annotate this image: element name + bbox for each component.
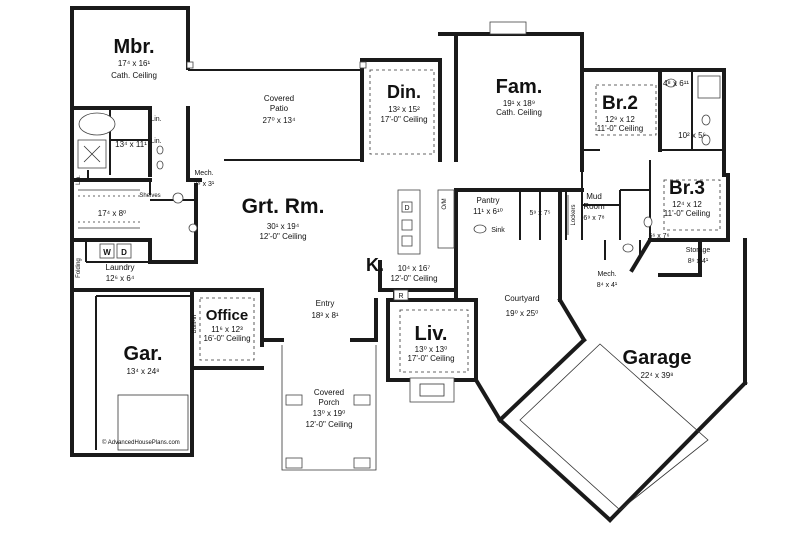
bathtub-icon	[697, 75, 721, 99]
room-name-lockers: Lockers	[571, 204, 577, 225]
room-name-lin2: Lin.	[150, 138, 161, 145]
room-name2-porch: Porch	[319, 398, 340, 407]
room-dim-laundry: 12⁶ x 6⁴	[106, 274, 135, 283]
dryer-icon	[116, 243, 132, 259]
appliance-labels: W D R O/M D	[103, 198, 448, 300]
room-ceiling-kitchen: 12'-0" Ceiling	[390, 274, 437, 283]
room-name-gar: Gar.	[124, 343, 163, 365]
room-dim-mech2: 8⁴ x 4¹	[597, 282, 618, 289]
room-name-folding: Folding	[76, 258, 82, 278]
room-ceiling-fam: Cath. Ceiling	[496, 108, 542, 117]
room-name-mech1: Mech.	[194, 170, 213, 177]
dishwasher-label: D	[404, 205, 409, 212]
room-dim-kitchen: 10⁴ x 16⁷	[398, 264, 431, 273]
room-name-liv: Liv.	[415, 323, 448, 345]
room-name-entry: Entry	[316, 299, 335, 308]
fixtures	[77, 21, 721, 511]
room-dim-liv: 13⁰ x 13⁰	[415, 345, 448, 354]
room-dim-pantry: 11¹ x 6¹⁰	[473, 207, 503, 216]
room-dim-br3: 12⁴ x 12	[672, 200, 702, 209]
room-ceiling-grt: 12'-0" Ceiling	[259, 232, 306, 241]
room-name-din: Din.	[387, 82, 421, 102]
room-name-lin3: Lin.	[76, 175, 82, 185]
room-dim-topbath: 4⁸ x 6¹¹	[663, 79, 689, 88]
room-ceiling-br3: 11'-0" Ceiling	[664, 209, 710, 218]
oven-label: O/M	[442, 198, 448, 209]
washer-label: W	[103, 248, 111, 257]
room-dim-porch: 13⁰ x 19⁰	[313, 409, 346, 418]
room-name-porch: Covered	[314, 388, 344, 397]
room-name-kitchen: K.	[366, 255, 384, 275]
room-name-mech2: Mech.	[597, 271, 616, 278]
room-name-patio: Covered	[264, 94, 294, 103]
room-dim-mbr: 17⁴ x 16¹	[118, 59, 151, 68]
room-dim-office: 11⁶ x 12³	[211, 325, 243, 334]
room-dim-fam: 19¹ x 18⁹	[503, 99, 535, 108]
room-dim-bath3: 5⁶ x 7⁶	[649, 233, 670, 240]
room-ceiling-mbr: Cath. Ceiling	[111, 71, 157, 80]
exterior-walls	[70, 6, 748, 523]
room-name-mbr: Mbr.	[113, 36, 154, 58]
room-ceiling-liv: 17'-0" Ceiling	[407, 354, 454, 363]
room-name-courtyard: Courtyard	[504, 294, 539, 303]
room-name-laundry: Laundry	[106, 263, 135, 272]
room-name2-mud: Room	[583, 202, 605, 211]
room-ceiling-din: 17'-0" Ceiling	[380, 115, 427, 124]
room-labels: Mbr. 17⁴ x 16¹ Cath. Ceiling Covered Pat…	[76, 36, 710, 429]
room-name-sink: Sink	[491, 227, 505, 234]
room-name-lin1: Lin.	[150, 116, 161, 123]
shelves-label: Shelves	[139, 193, 160, 199]
room-name-garage: Garage	[623, 347, 692, 369]
room-dim-mech1: 3⁹ x 3¹	[194, 181, 215, 188]
interior-walls	[85, 70, 724, 263]
room-dim-din: 13² x 15²	[388, 105, 420, 114]
room-ceiling-porch: 12'-0" Ceiling	[305, 420, 352, 429]
room-dim-storage: 8⁹ x 4¹	[688, 258, 709, 265]
room-name-pantry: Pantry	[476, 196, 499, 205]
room-name-br3: Br.3	[669, 178, 705, 199]
bathtub-icon	[78, 112, 116, 136]
room-name-br2: Br.2	[602, 93, 638, 114]
room-name2-patio: Patio	[270, 104, 289, 113]
room-name-fam: Fam.	[496, 76, 543, 98]
room-name-office: Office	[206, 307, 249, 324]
washer-icon	[99, 243, 115, 259]
credit-text: © AdvancedHousePlans.com	[102, 439, 180, 446]
water-heater-icon	[172, 192, 184, 204]
fireplace-icon	[489, 21, 527, 35]
room-dim-mud: 6⁹ x 7⁸	[583, 215, 604, 222]
room-dim-courtyard: 19⁰ x 25⁰	[506, 309, 539, 318]
room-ceiling-office: 16'-0" Ceiling	[203, 334, 250, 343]
dryer-label: D	[121, 248, 127, 257]
room-name-storage: Storage	[686, 247, 711, 254]
room-dim-bath2: 10² x 5⁶	[678, 131, 706, 140]
room-ceiling-br2: 11'-0" Ceiling	[597, 124, 643, 133]
room-dim-entry: 18³ x 8¹	[311, 311, 338, 320]
room-dim-garage: 22⁴ x 39⁸	[640, 371, 673, 380]
room-dim-patio: 27⁰ x 13⁴	[263, 116, 296, 125]
room-dim-grt: 30¹ x 19⁴	[267, 222, 300, 231]
sink-icon	[473, 224, 487, 234]
fridge-label: R	[398, 293, 403, 300]
fridge-icon	[393, 289, 409, 301]
fireplace-icon	[409, 377, 455, 403]
room-dim-closet: 17⁴ x 8⁰	[98, 209, 126, 218]
room-dim-gar: 13⁴ x 24⁸	[126, 367, 159, 376]
dishwasher-icon	[401, 201, 413, 213]
room-dim-br2: 12⁹ x 12	[605, 115, 635, 124]
room-dim-hall: 5⁹ x 7⁵	[529, 210, 550, 217]
room-name-grt: Grt. Rm.	[242, 195, 325, 218]
room-name-builtin: Built-In	[192, 315, 198, 334]
room-dim-mbath: 13⁴ x 11¹	[115, 140, 147, 149]
room-name-mud: Mud	[586, 192, 602, 201]
